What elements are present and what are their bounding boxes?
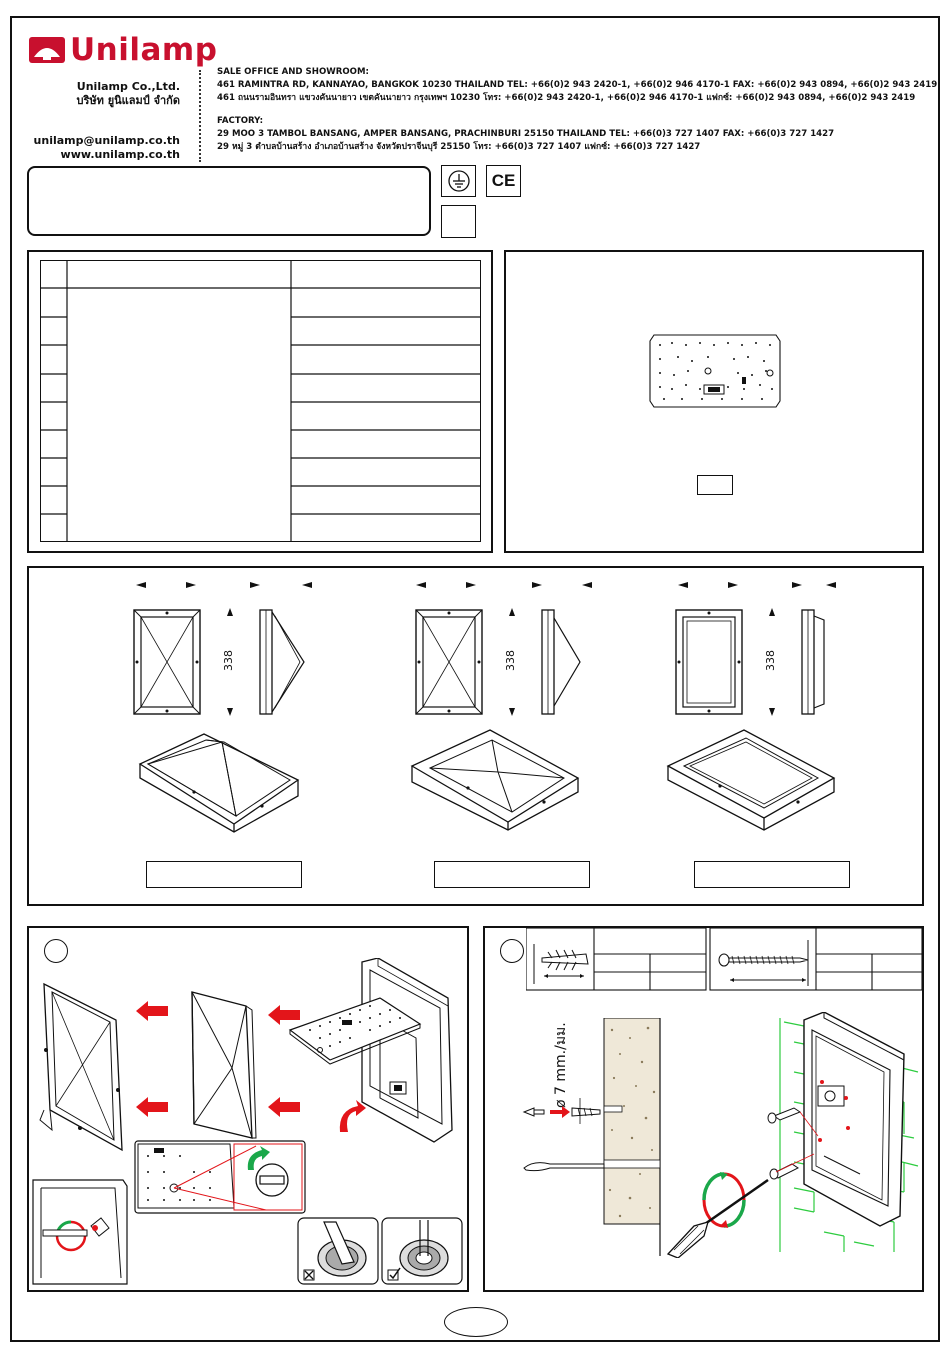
contact-block: unilamp@unilamp.co.th www.unilamp.co.th: [30, 134, 180, 162]
model-2-perspective: [410, 729, 580, 831]
model-3-side-view: [801, 609, 825, 715]
company-block: Unilamp Co.,Ltd. บริษัท ยูนิแลมป์ จำกัด: [40, 80, 180, 108]
screw-icon: [718, 940, 809, 986]
screw-detail-inset: [134, 1140, 306, 1214]
width-dimension-arrows: [136, 582, 836, 588]
page-frame: [10, 16, 940, 1342]
arrow-red-icon: [136, 1097, 168, 1117]
arrow-red-icon: [268, 1005, 300, 1025]
models-panel: [27, 566, 924, 906]
product-title-box: [27, 166, 431, 236]
wall-plug-icon: [533, 944, 589, 984]
model-2-height-value: 338: [504, 650, 517, 671]
arrow-red-icon: [339, 1100, 366, 1132]
arrow-red-icon: [136, 1001, 168, 1021]
fixings-spec-tables: [526, 928, 923, 991]
ce-mark-box: CE: [486, 165, 521, 197]
model-2-side-view: [541, 609, 581, 715]
model-3-height-value: 338: [764, 650, 777, 671]
install-step-1-panel: [27, 926, 469, 1292]
step-2-marker: [500, 939, 524, 963]
model-2-height-dimension: [509, 608, 515, 716]
company-name-en: Unilamp Co.,Ltd.: [76, 80, 180, 93]
model-1-perspective: [138, 733, 300, 833]
screwdriver-icon: [666, 1172, 769, 1258]
gear-tray-drawing: [649, 334, 781, 408]
factory-title: FACTORY:: [217, 116, 264, 126]
model-2-caption-box: [434, 861, 590, 888]
checkbox-x-icon: [303, 1269, 315, 1281]
earth-symbol-box: [441, 165, 476, 197]
sale-office-th: 461 ถนนรามอินทรา แขวงคันนายาว เขตคันนายา…: [217, 93, 916, 103]
base-with-gear-tray-drawing: [288, 958, 453, 1143]
model-1-front-view: [133, 609, 201, 715]
cable-gland-insets: [297, 1217, 463, 1285]
office-info: SALE OFFICE AND SHOWROOM: 461 RAMINTRA R…: [217, 66, 937, 154]
spec-table-panel: [27, 250, 493, 553]
ce-mark-icon: CE: [491, 171, 516, 190]
company-website[interactable]: www.unilamp.co.th: [60, 148, 180, 161]
step-1-marker: [44, 939, 68, 963]
model-3-perspective: [666, 729, 836, 831]
model-2-front-view: [415, 609, 483, 715]
checkbox-ok-icon: [387, 1267, 401, 1281]
install-step-2-panel: [483, 926, 924, 1292]
unilamp-lamp-icon: [29, 37, 65, 63]
gear-tray-label-box: [697, 475, 733, 495]
factory-th: 29 หมู่ 3 ตำบลบ้านสร้าง อำเภอบ้านสร้าง จ…: [217, 142, 701, 152]
arrow-red-icon: [268, 1097, 300, 1117]
brand-logo: Unilamp: [28, 32, 218, 68]
factory-en: 29 MOO 3 TAMBOL BANSANG, AMPER BANSANG, …: [217, 129, 835, 139]
rotate-arrow-icon: [247, 1146, 270, 1170]
diffuser-drawing: [191, 991, 257, 1139]
model-1-height-value: 338: [222, 650, 235, 671]
spec-table: [39, 259, 481, 542]
model-3-front-view: [675, 609, 743, 715]
model-3-caption-box: [694, 861, 850, 888]
model-1-height-dimension: [227, 608, 233, 716]
sale-office-en: 461 RAMINTRA RD, KANNAYAO, BANGKOK 10230…: [217, 80, 938, 90]
header-divider: [199, 70, 201, 162]
brand-name: Unilamp: [70, 32, 218, 68]
model-1-caption-box: [146, 861, 302, 888]
arrow-red-icon: [550, 1106, 570, 1118]
company-name-th: บริษัท ยูนิแลมป์ จำกัด: [76, 94, 180, 107]
model-3-height-dimension: [769, 608, 775, 716]
earth-ground-icon: [447, 170, 470, 192]
company-email[interactable]: unilamp@unilamp.co.th: [33, 134, 180, 147]
screw-removal-inset: [32, 1179, 128, 1285]
model-1-side-view: [259, 609, 305, 715]
cover-removed-drawing: [39, 982, 123, 1152]
page-number-oval: [444, 1307, 508, 1337]
spec-table-grid: [39, 259, 481, 542]
gear-tray-panel: [504, 250, 924, 553]
sale-office-title: SALE OFFICE AND SHOWROOM:: [217, 67, 369, 77]
wall-drilling-section: [522, 1018, 661, 1256]
rating-symbol-box: [441, 205, 476, 238]
wall-mount-drawing: [767, 1012, 919, 1252]
